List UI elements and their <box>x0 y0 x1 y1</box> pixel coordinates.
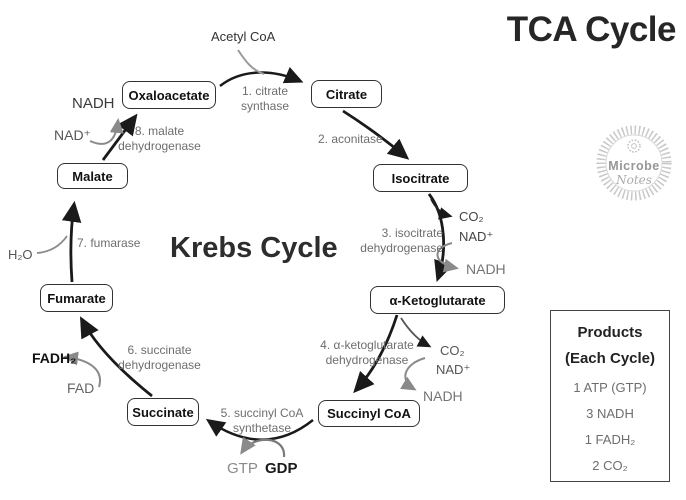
label-co2-isocitrate: CO₂ <box>459 209 484 224</box>
product-item-atp: 1 ATP (GTP) <box>573 380 647 395</box>
enzyme-step6: 6. succinate dehydrogenase <box>118 343 201 372</box>
arrow-gdp-to-gtp <box>240 436 286 458</box>
arrow-co2-isocitrate <box>430 198 453 220</box>
logo-text-microbe: Microbe <box>608 159 659 173</box>
enzyme-step7: 7. fumarase <box>77 236 141 250</box>
products-subtitle: (Each Cycle) <box>564 350 656 367</box>
label-nad-malate: NAD⁺ <box>54 127 91 143</box>
box-succinyl-coa: Succinyl CoA <box>318 400 420 427</box>
box-citrate: Citrate <box>311 80 382 108</box>
product-item-nadh: 3 NADH <box>586 406 634 421</box>
logo-virus-icon <box>627 139 641 153</box>
center-title: Krebs Cycle <box>170 232 338 264</box>
arrow-nad-to-nadh-isocitrate <box>436 242 459 273</box>
enzyme-step2: 2. aconitase <box>318 132 383 146</box>
label-fadh2: FADH₂ <box>32 350 77 366</box>
enzyme-step8: 8. malate dehydrogenase <box>118 124 201 153</box>
arrow-step2-citrate-to-isocitrate <box>342 109 410 160</box>
arrow-step4-ketoglutarate-to-succinylcoa <box>353 314 399 394</box>
arrow-step8-malate-to-oxaloacetate <box>101 113 138 161</box>
label-gtp: GTP <box>227 460 258 477</box>
arrow-step3-isocitrate-to-ketoglutarate <box>427 193 453 282</box>
box-alpha-ketoglutarate: α-Ketoglutarate <box>370 286 505 314</box>
enzyme-step5: 5. succinyl CoA synthetase <box>220 406 304 435</box>
products-panel: Products (Each Cycle) 1 ATP (GTP) 3 NADH… <box>550 310 670 482</box>
product-item-co2: 2 CO₂ <box>592 458 628 473</box>
label-nadh-malate: NADH <box>72 95 115 112</box>
logo-inner-circle <box>605 134 663 192</box>
arrow-step1-oxaloacetate-to-citrate <box>219 67 304 87</box>
logo-virus-core <box>631 143 637 149</box>
arrow-fad-to-fadh2 <box>63 351 101 388</box>
box-succinate: Succinate <box>127 398 199 426</box>
label-nadh-isocitrate: NADH <box>466 261 506 277</box>
page-title: TCA Cycle <box>506 10 677 49</box>
label-co2-ketoglutarate: CO₂ <box>440 343 465 358</box>
label-gdp: GDP <box>265 460 298 477</box>
box-malate: Malate <box>57 163 128 189</box>
label-h2o: H₂O <box>8 247 33 262</box>
arrow-nad-to-nadh-malate <box>89 118 124 145</box>
acetyl-coa-feed-line <box>237 49 265 75</box>
arrow-step6-succinate-to-fumarate <box>80 316 153 398</box>
arrow-step7-fumarate-to-malate <box>61 200 82 283</box>
box-isocitrate: Isocitrate <box>373 164 468 192</box>
product-item-fadh2: 1 FADH₂ <box>584 432 636 447</box>
box-oxaloacetate: Oxaloacetate <box>122 81 216 109</box>
label-nad-isocitrate: NAD⁺ <box>459 229 494 244</box>
products-title: Products <box>577 324 643 341</box>
enzyme-step1: 1. citrate synthase <box>240 84 290 113</box>
enzyme-step4: 4. α-ketoglutarate dehydrogenase <box>320 338 414 367</box>
logo-scalloped-ring <box>596 125 672 201</box>
box-fumarate: Fumarate <box>40 284 113 312</box>
h2o-feed-line <box>36 235 68 254</box>
label-fad: FAD <box>67 380 95 396</box>
microbe-notes-logo: Microbe Notes <box>596 125 672 201</box>
arrow-nad-to-nadh-ketoglutarate <box>400 357 426 391</box>
enzyme-step3: 3. isocitrate dehydrogenase <box>360 226 443 255</box>
logo-text-notes: Notes <box>615 173 652 187</box>
label-nad-ketoglutarate: NAD⁺ <box>436 362 471 377</box>
label-nadh-ketoglutarate: NADH <box>423 388 463 404</box>
label-acetyl-coa: Acetyl CoA <box>211 29 276 44</box>
arrow-co2-ketoglutarate <box>400 317 432 348</box>
